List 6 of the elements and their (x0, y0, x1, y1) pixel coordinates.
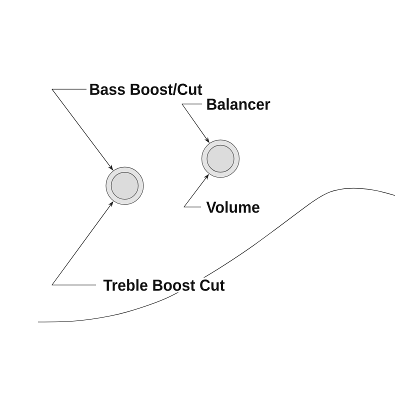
knob (106, 166, 144, 205)
knob (201, 140, 240, 178)
control-label: Treble Boost Cut (96, 278, 232, 292)
control-label: Volume (201, 200, 265, 214)
control-label: Bass Boost/Cut (86, 82, 205, 97)
control-label: Balancer (202, 96, 274, 112)
